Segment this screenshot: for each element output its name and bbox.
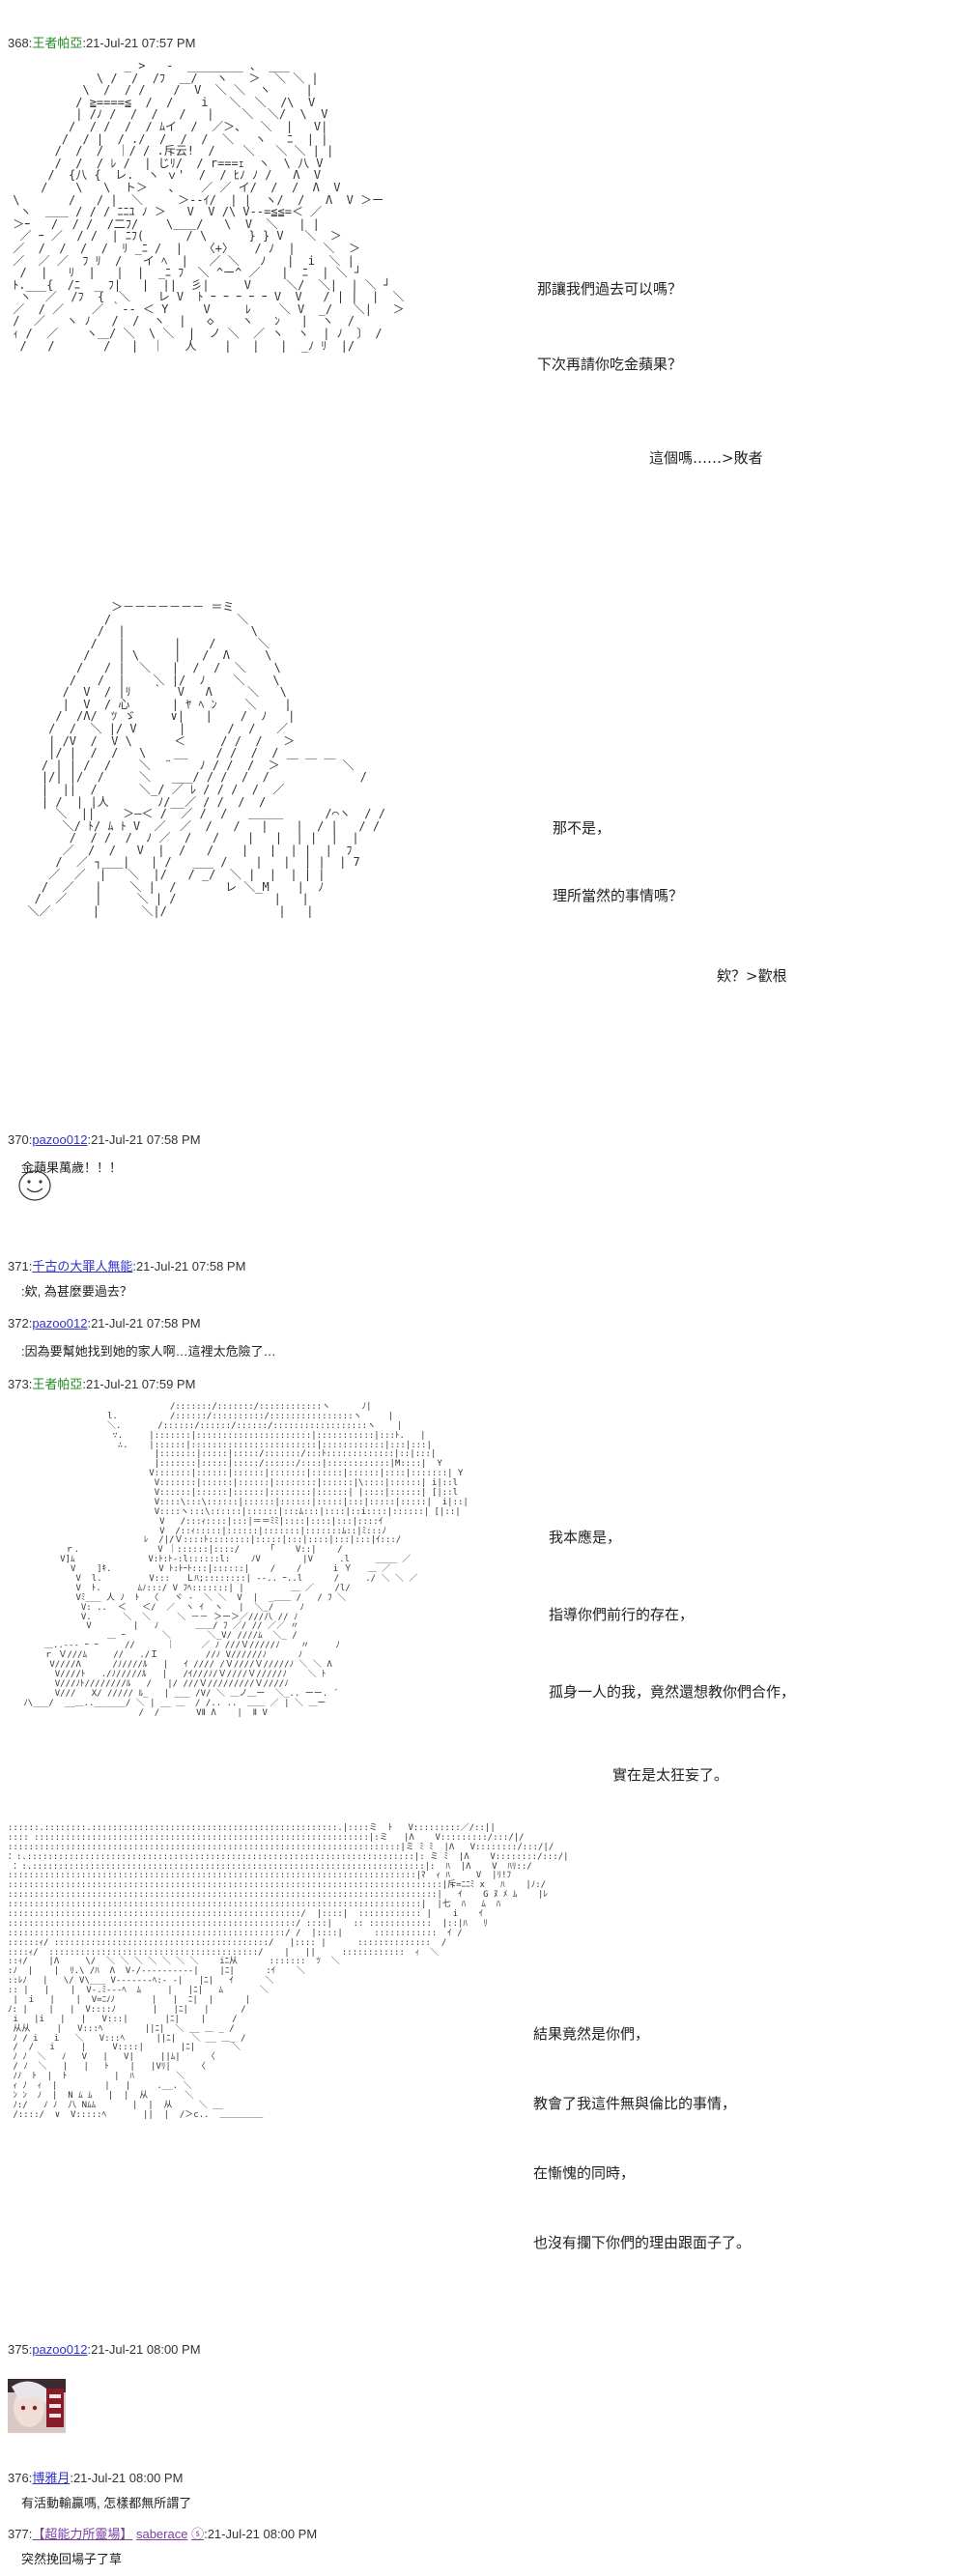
poster-name[interactable]: pazoo012	[32, 1316, 88, 1331]
post-body: 金蘋果萬歲！！！	[21, 1160, 123, 1175]
dialog-line: 那讓我們過去可以嗎？	[537, 280, 683, 298]
dialog-line: 下次再請你吃金蘋果？	[537, 356, 683, 373]
poster-name[interactable]: 【超能力所靈場】	[32, 2527, 133, 2541]
post-header-375: 375:pazoo012:21-Jul-21 08:00 PM	[8, 2342, 201, 2357]
dialog-line: 也沒有攔下你們的理由跟面子了。	[533, 2234, 752, 2251]
dialog-line: 在慚愧的同時，	[533, 2164, 636, 2182]
poster-name[interactable]: 王者帕亞	[32, 1377, 83, 1391]
poster-name[interactable]: pazoo012	[32, 2342, 88, 2357]
post-body: 突然挽回場子了草	[21, 2552, 123, 2566]
dialog-line: 理所當然的事情嗎？	[553, 887, 684, 904]
post-body: :因為要幫她找到她的家人啊…這裡太危險了…	[21, 1344, 276, 1359]
dialog-line: 實在是太狂妄了。	[612, 1766, 729, 1784]
avatar-image	[8, 2379, 66, 2433]
poster-mark: ⓢ	[191, 2527, 205, 2541]
dialog-line: 指導你們前行的存在，	[549, 1606, 695, 1623]
poster-name[interactable]: 千古の大罪人無能	[32, 1259, 133, 1274]
dialog-line: 那不是，	[553, 819, 611, 837]
post-header-373: 373:王者帕亞:21-Jul-21 07:59 PM	[8, 1377, 196, 1391]
dialog-line: 這個嗎……>敗者	[649, 449, 763, 467]
post-header-372: 372:pazoo012:21-Jul-21 07:58 PM	[8, 1316, 201, 1331]
dialog-line: 孤身一人的我，竟然還想教你們合作，	[549, 1683, 796, 1701]
ascii-art-scene-1: _ > - ________ 、 ___ \ / / /ﾌ ＿/ ￣ヽ ＞ ＼ …	[13, 59, 405, 353]
poster-name-secondary[interactable]: saberace	[135, 2527, 188, 2541]
poster-name[interactable]: pazoo012	[32, 1132, 88, 1147]
post-header-376: 376:博雅月:21-Jul-21 08:00 PM	[8, 2471, 184, 2485]
ascii-art-scene-2: ＞－－－－－－－ ＝ミ / ＼ / | \ / | | / ＼ / | \ | …	[27, 600, 385, 918]
poster-name[interactable]: 王者帕亞	[32, 36, 83, 50]
dialog-line: 教會了我這件無與倫比的事情，	[533, 2095, 737, 2112]
post-body: :欸, 為甚麼要過去？	[21, 1284, 132, 1299]
post-body: 有活動輸贏嗎, 怎樣都無所謂了	[21, 2496, 192, 2510]
poster-name[interactable]: 博雅月	[32, 2471, 71, 2485]
post-header-370: 370:pazoo012:21-Jul-21 07:58 PM	[8, 1132, 201, 1147]
ascii-art-scene-3: /:::::::/:::::::/::::::::::::ヽ ﾉ| l. /::…	[23, 1402, 469, 1718]
smiley-face-icon	[18, 1170, 51, 1201]
dialog-line: 欸？>歡根	[717, 967, 787, 985]
post-header-371: 371:千古の大罪人無能:21-Jul-21 07:58 PM	[8, 1259, 246, 1274]
post-header-368: 368:王者帕亞:21-Jul-21 07:57 PM	[8, 36, 196, 50]
post-header-377: 377:【超能力所靈場】 saberace ⓢ:21-Jul-21 08:00 …	[8, 2527, 318, 2541]
dialog-line: 結果竟然是你們，	[533, 2025, 650, 2043]
dialog-line: 我本應是，	[549, 1529, 622, 1546]
ascii-art-scene-4: ::::::.::::::::.::::::::::::::::::::::::…	[8, 1823, 569, 2120]
